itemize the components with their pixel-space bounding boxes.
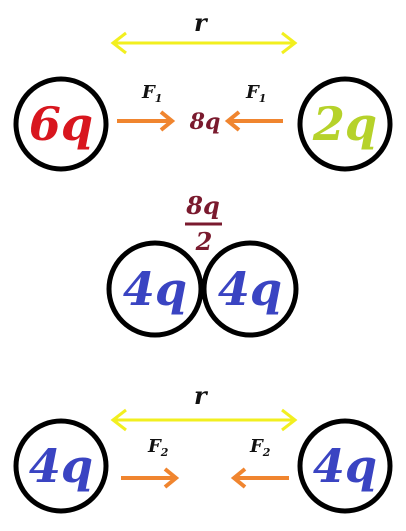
- bottom-distance-label: r: [194, 381, 209, 410]
- top-force-arrow-left: [117, 110, 176, 132]
- bottom-distance-arrow: [110, 408, 298, 432]
- top-force-left-label: F1: [141, 82, 162, 105]
- top-force-right-label: F1: [245, 82, 266, 105]
- top-distance-arrow: [110, 31, 298, 55]
- bottom-force-left-label: F2: [147, 436, 169, 459]
- bottom-force-right-label: F2: [249, 436, 271, 459]
- top-left-charge: 6q: [29, 97, 93, 151]
- bottom-force-arrow-right: [230, 467, 289, 489]
- top-right-charge: 2q: [312, 97, 377, 151]
- top-force-arrow-right: [224, 110, 283, 132]
- middle-left-charge: 4q: [123, 262, 187, 316]
- middle-right-charge: 4q: [218, 262, 282, 316]
- bottom-left-charge: 4q: [29, 439, 93, 493]
- top-center-charge: 8q: [189, 109, 221, 135]
- bottom-right-circle: [297, 418, 393, 514]
- middle-right-circle: [201, 240, 299, 338]
- bottom-force-arrow-left: [121, 467, 180, 489]
- middle-fraction-numerator: 8q: [185, 191, 219, 220]
- bottom-left-circle: [13, 418, 109, 514]
- bottom-right-charge: 4q: [313, 439, 377, 493]
- middle-left-circle: [106, 240, 204, 338]
- top-right-circle: [297, 76, 393, 172]
- top-left-circle: [13, 76, 109, 172]
- middle-fraction-denominator: 2: [195, 227, 213, 256]
- top-distance-label: r: [194, 8, 209, 37]
